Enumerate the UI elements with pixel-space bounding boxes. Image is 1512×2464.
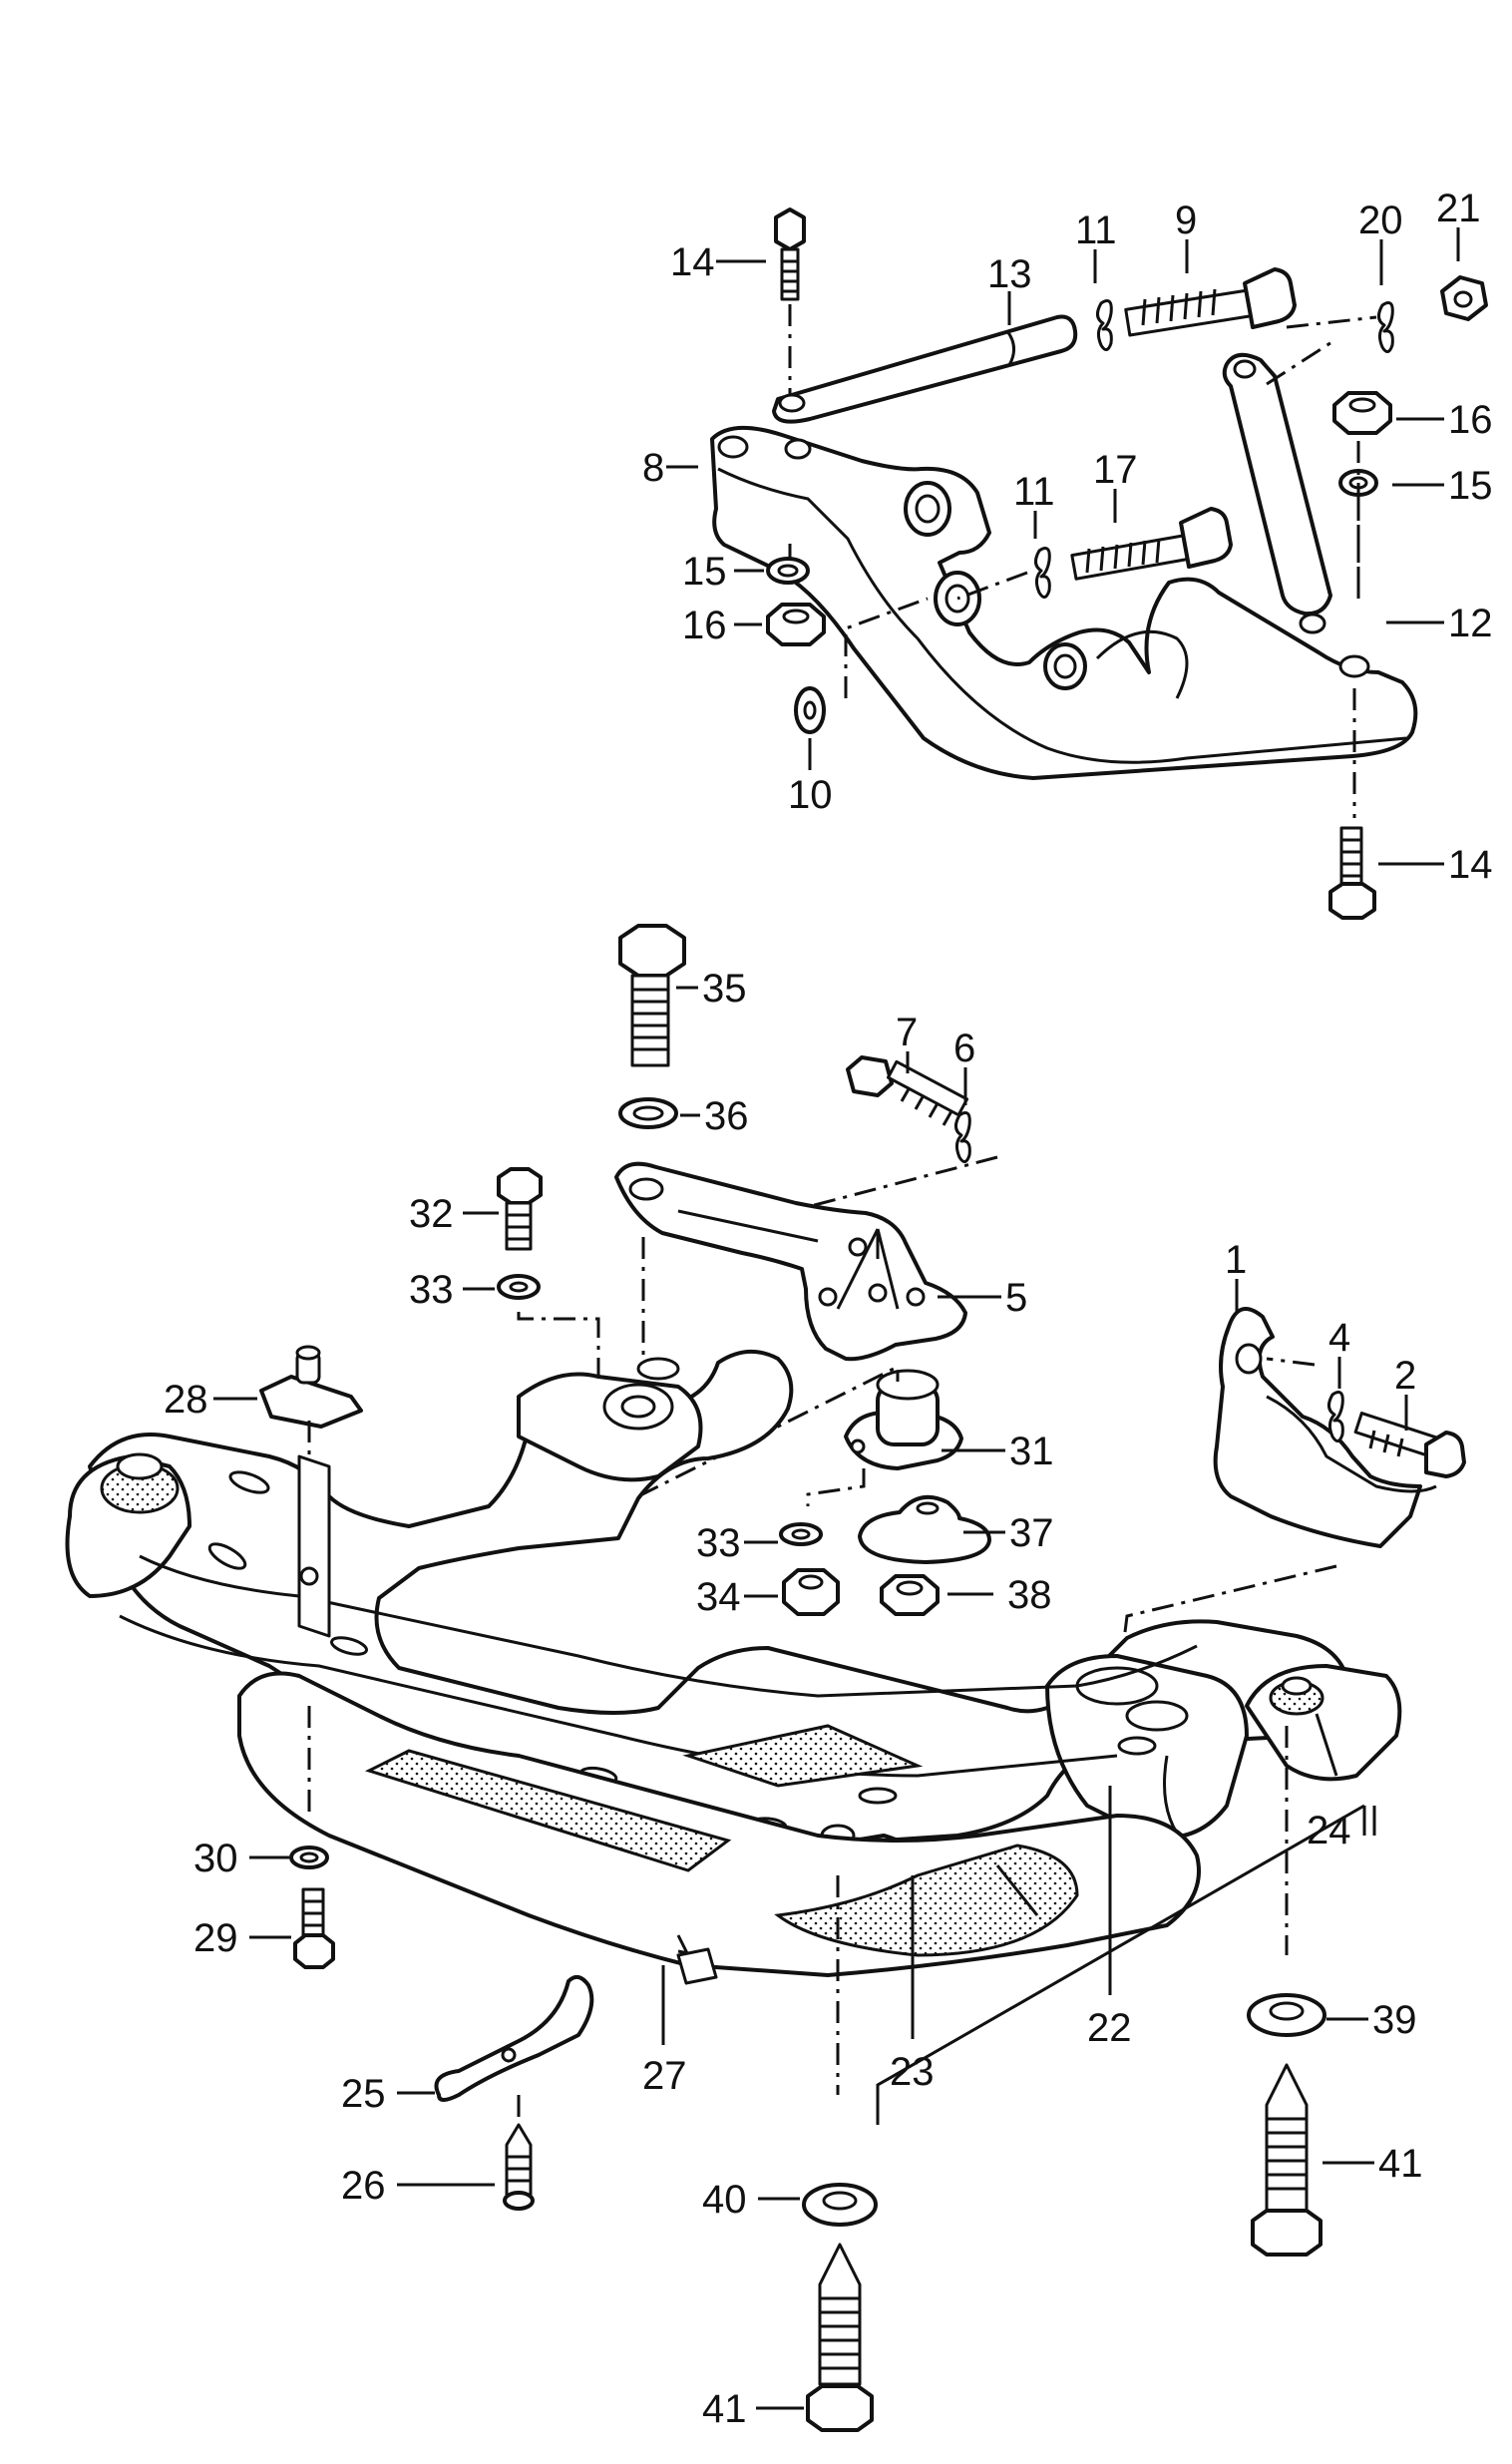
bracket-5-assembly (614, 924, 998, 1362)
part-label-22: 22 (1087, 2006, 1132, 2050)
bracket-1 (1213, 1307, 1437, 1548)
part-label-33: 33 (696, 1521, 741, 1565)
part-label-41: 41 (1378, 2142, 1423, 2186)
washer-36 (618, 1097, 678, 1129)
part-label-1: 1 (1225, 1238, 1247, 1282)
part-label-28: 28 (164, 1378, 208, 1422)
subframe-crossmember (65, 1349, 1402, 1848)
part-label-23: 23 (890, 2050, 935, 2094)
bolt-41-right (1251, 2063, 1323, 2257)
part-label-24: 24 (1307, 1809, 1351, 1852)
part-label-21: 21 (1436, 187, 1481, 230)
part-label-14: 14 (1448, 843, 1493, 887)
washer-11-lower (1034, 547, 1051, 599)
part-label-11: 11 (1075, 208, 1117, 252)
upper-control-arm-assembly (710, 207, 1488, 920)
nut-16-left (766, 603, 826, 646)
part-label-34: 34 (696, 1575, 741, 1619)
screw-26 (503, 2123, 535, 2211)
part-label-8: 8 (642, 446, 664, 490)
part-label-11: 11 (1013, 470, 1055, 514)
clip-nut-28 (259, 1345, 363, 1429)
part-label-33: 33 (409, 1268, 454, 1312)
part-label-13: 13 (987, 252, 1032, 296)
part-label-27: 27 (642, 2054, 687, 2098)
part-label-16: 16 (682, 604, 727, 647)
bolt-9 (1124, 267, 1297, 337)
nut-16-right (1332, 391, 1392, 435)
washer-15-left (766, 557, 810, 585)
bolt-7 (846, 1055, 969, 1126)
bolt-14-top (774, 207, 806, 301)
part-label-30: 30 (193, 1837, 238, 1880)
nut-21 (1440, 275, 1488, 321)
bolt-2 (1353, 1412, 1466, 1478)
part-label-37: 37 (1009, 1511, 1054, 1555)
part-labels: 14 13 11 9 20 21 8 16 15 11 17 15 16 12 … (164, 187, 1493, 2431)
part-label-25: 25 (341, 2072, 386, 2116)
part-label-38: 38 (1007, 1573, 1052, 1617)
part-label-20: 20 (1358, 199, 1403, 242)
part-label-10: 10 (788, 773, 833, 817)
bolt-29 (293, 1887, 335, 1969)
part-label-7: 7 (896, 1011, 918, 1054)
control-arm-8 (710, 425, 1418, 780)
nut-34 (782, 1568, 840, 1616)
bracket-5 (614, 1161, 967, 1362)
part-label-9: 9 (1175, 199, 1197, 242)
leader-lines (213, 227, 1460, 2410)
part-label-4: 4 (1328, 1316, 1350, 1360)
nut-38 (880, 1574, 940, 1616)
washer-4 (1327, 1391, 1344, 1442)
part-label-5: 5 (1005, 1276, 1027, 1320)
washer-30 (289, 1846, 329, 1869)
bolt-14-bottom (1328, 826, 1376, 920)
part-label-31: 31 (1009, 1430, 1054, 1473)
washer-6 (954, 1111, 971, 1163)
rubber-mount-31 (844, 1369, 963, 1470)
bolt-35 (618, 924, 686, 1067)
bolt-32 (497, 1167, 543, 1251)
part-label-2: 2 (1394, 1354, 1416, 1398)
part-label-14: 14 (670, 240, 715, 284)
bolt-17 (1070, 507, 1233, 581)
bolt-41-center (806, 2243, 874, 2432)
washer-40 (802, 2183, 878, 2227)
part-label-16: 16 (1448, 398, 1493, 442)
part-label-17: 17 (1093, 448, 1138, 492)
part-label-26: 26 (341, 2164, 386, 2208)
mount-37 (858, 1494, 991, 1564)
part-label-15: 15 (682, 550, 727, 594)
washer-33-top (497, 1274, 541, 1300)
part-label-15: 15 (1448, 464, 1493, 508)
underbody-pan-27 (237, 1671, 1201, 1985)
strut-rod-13 (772, 314, 1078, 424)
part-label-41: 41 (702, 2387, 747, 2431)
washer-11-top (1096, 299, 1113, 351)
part-label-35: 35 (702, 967, 747, 1011)
part-label-6: 6 (953, 1027, 975, 1070)
part-label-36: 36 (704, 1094, 749, 1138)
part-label-12: 12 (1448, 602, 1493, 645)
part-label-39: 39 (1372, 1998, 1417, 2042)
washer-10 (794, 686, 826, 734)
washer-20 (1377, 301, 1394, 353)
part-label-29: 29 (193, 1916, 238, 1960)
part-label-32: 32 (409, 1192, 454, 1236)
bracket-25 (434, 1974, 594, 2102)
link-rod-12 (1222, 352, 1332, 634)
part-label-40: 40 (702, 2178, 747, 2222)
washer-39 (1247, 1993, 1326, 2037)
washer-33-lower (779, 1522, 823, 1546)
